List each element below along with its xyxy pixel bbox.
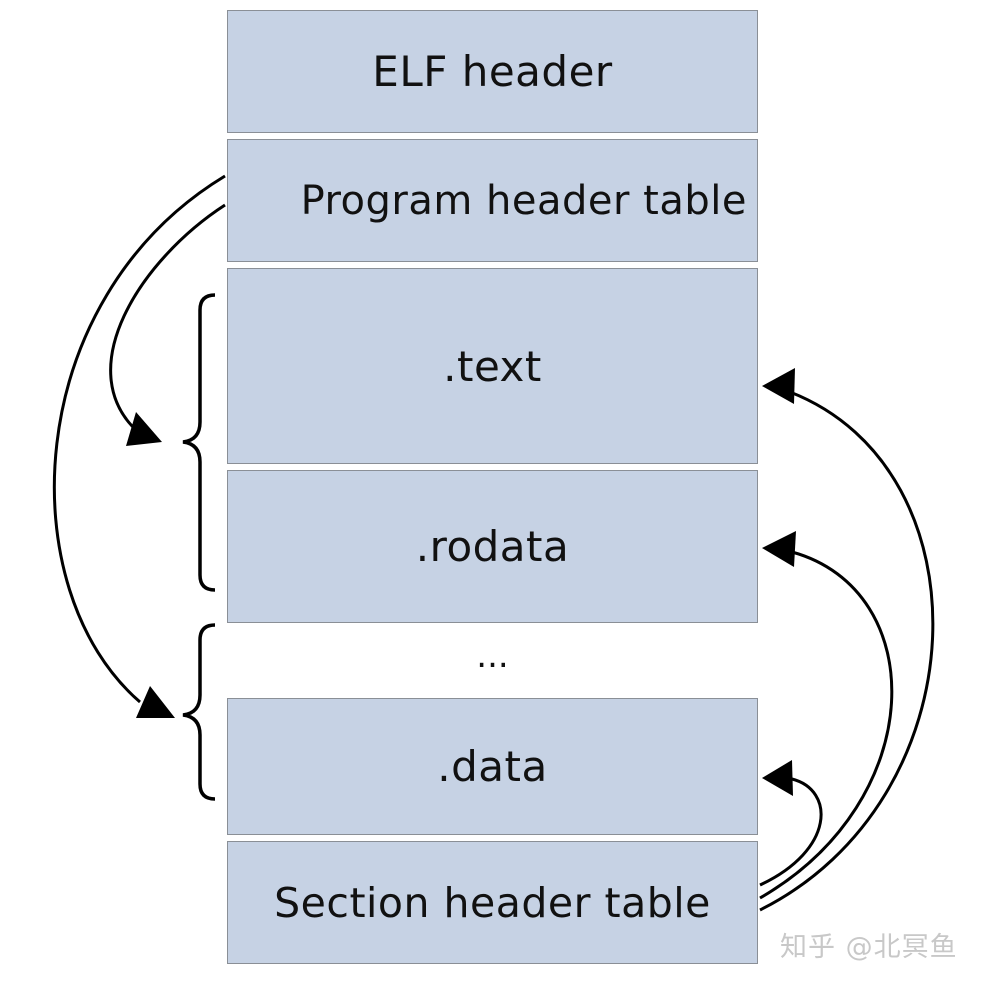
segment-brace-lower — [182, 623, 216, 801]
shdr-arrow-data — [759, 777, 823, 887]
arrowhead-icon — [126, 412, 162, 446]
program-header-table-block: Program header table — [227, 139, 758, 262]
elf-header-label: ELF header — [372, 47, 613, 96]
elf-header-block: ELF header — [227, 10, 758, 133]
phdr-arrow-lower — [52, 174, 226, 704]
ellipsis-label: ... — [476, 636, 509, 676]
arrowhead-icon — [762, 531, 796, 567]
rodata-section-label: .rodata — [415, 522, 570, 571]
data-section-block: .data — [227, 698, 758, 835]
program-header-table-label: Program header table — [300, 177, 747, 224]
text-section-label: .text — [443, 341, 542, 391]
watermark-text: 知乎 @北冥鱼 — [780, 932, 958, 963]
shdr-arrow-text — [759, 390, 935, 912]
section-header-table-label: Section header table — [274, 878, 711, 927]
text-section-block: .text — [227, 268, 758, 464]
arrowhead-icon — [762, 368, 795, 404]
section-header-table-block: Section header table — [227, 841, 758, 964]
shdr-arrow-rodata — [759, 550, 894, 900]
phdr-arrow-upper — [109, 203, 226, 434]
data-section-label: .data — [437, 742, 548, 791]
segment-brace-upper — [182, 293, 216, 592]
arrowhead-icon — [136, 686, 175, 718]
arrowhead-icon — [762, 760, 793, 796]
rodata-section-block: .rodata — [227, 470, 758, 623]
